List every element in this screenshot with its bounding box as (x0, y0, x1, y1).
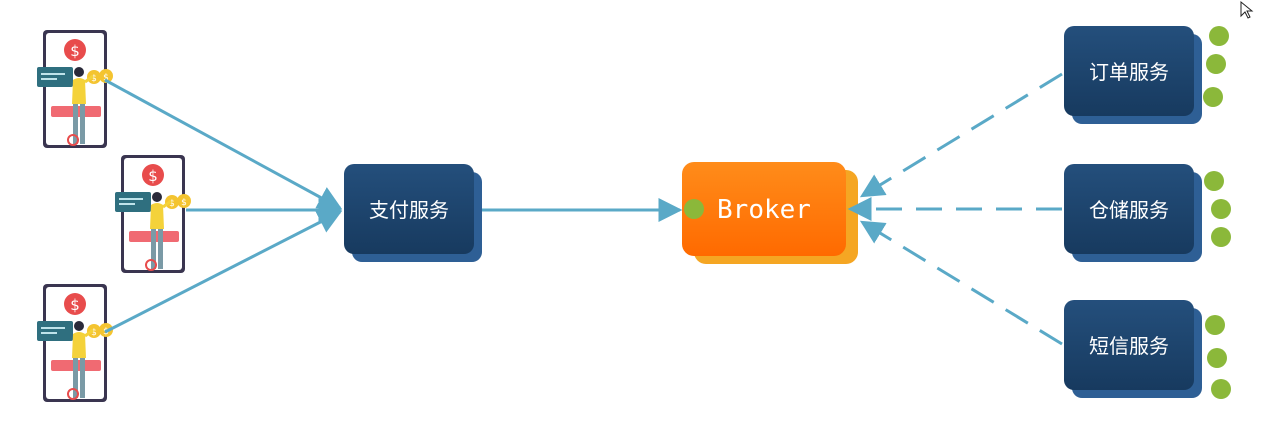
user-2 (113, 153, 193, 275)
user-1 (35, 28, 115, 150)
phone-payment-user-icon (35, 28, 115, 150)
order-to-broker-dashed-arrow (859, 72, 1063, 198)
message-dot-icon (1204, 171, 1224, 191)
payment-service-node: 支付服务 (344, 164, 482, 262)
message-dot-icon (1206, 54, 1226, 74)
order-service-label: 订单服务 (1089, 60, 1169, 84)
storage-service-label: 仓储服务 (1089, 198, 1169, 222)
sms-service-label: 短信服务 (1089, 334, 1169, 358)
message-dot-icon (1211, 379, 1231, 399)
order-service-node: 订单服务 (1064, 26, 1202, 124)
payment-service-label: 支付服务 (369, 198, 449, 222)
sms-to-broker-dashed-arrow (859, 220, 1063, 346)
message-dot-icon (1211, 199, 1231, 219)
phone-payment-user-icon (113, 153, 193, 275)
phone-payment-user-icon (35, 282, 115, 404)
sms-service-node: 短信服务 (1064, 300, 1202, 398)
storage-service-node: 仓储服务 (1064, 164, 1202, 262)
broker-label: Broker (717, 195, 811, 225)
message-dot-icon (1211, 227, 1231, 247)
message-dot-icon (684, 199, 704, 219)
user-3 (35, 282, 115, 404)
message-dot-icon (1205, 315, 1225, 335)
message-dot-icon (1203, 87, 1223, 107)
user1-to-payment-arrow (104, 78, 343, 210)
message-dot-icon (1207, 348, 1227, 368)
broker-node: Broker (682, 162, 858, 264)
user3-to-payment-arrow (104, 210, 343, 334)
mouse-cursor-icon (1240, 0, 1254, 19)
message-dot-icon (1209, 26, 1229, 46)
